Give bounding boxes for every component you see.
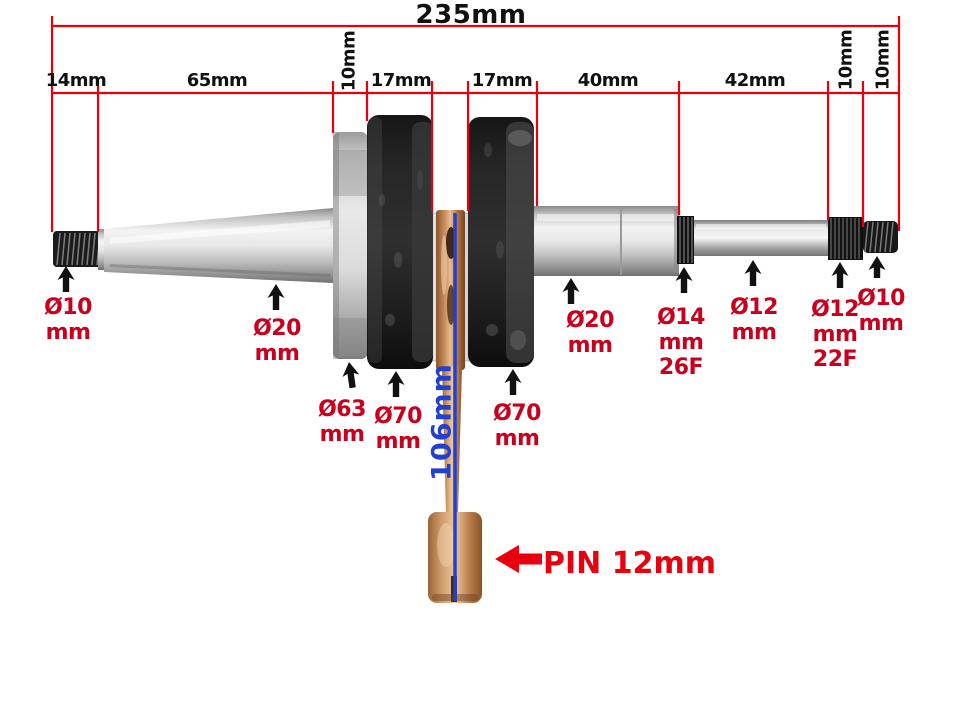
- segment-label-17mm-a: 17mm: [370, 70, 432, 91]
- up-arrow-icon: [57, 266, 75, 292]
- right-main-shaft: [534, 206, 679, 276]
- segment-label-10mm-c: 10mm: [872, 29, 894, 91]
- crank-pin: [430, 210, 471, 370]
- up-arrow-icon: [744, 260, 762, 286]
- spline-22f: [828, 217, 863, 260]
- pin-arrow-icon: [495, 545, 542, 573]
- crank-web-right: [468, 117, 534, 367]
- segment-label-17mm-b: 17mm: [471, 70, 533, 91]
- segment-label-40mm: 40mm: [577, 70, 639, 91]
- up-arrow-icon: [342, 362, 360, 389]
- connecting-rod: [428, 366, 482, 603]
- pin-size-label: PIN 12mm: [543, 546, 716, 581]
- crank-web-left: [367, 115, 433, 369]
- mid-shaft-12mm: [694, 220, 828, 256]
- overall-length-label: 235mm: [415, 0, 527, 30]
- spline-26f: [677, 216, 694, 264]
- balance-disc: [333, 132, 368, 359]
- segment-label-10mm-a: 10mm: [338, 30, 360, 92]
- dimension-lines: [50, 16, 901, 232]
- up-arrow-icon: [831, 262, 849, 288]
- rod-length-label: 106mm: [426, 363, 458, 481]
- crankshaft-photo: [53, 115, 898, 603]
- up-arrow-icon: [387, 371, 405, 397]
- right-thread: [863, 221, 898, 253]
- up-arrow-icon: [675, 267, 693, 293]
- up-arrow-icon: [868, 256, 886, 278]
- left-taper-shaft: [104, 208, 333, 283]
- up-arrow-icon: [267, 284, 285, 310]
- up-arrow-icon: [504, 369, 522, 395]
- segment-label-14mm: 14mm: [45, 70, 107, 91]
- segment-label-42mm: 42mm: [724, 70, 786, 91]
- segment-label-65mm: 65mm: [186, 70, 248, 91]
- up-arrow-icon: [562, 278, 580, 304]
- diameter-arrow-icons: [57, 256, 886, 397]
- segment-label-10mm-b: 10mm: [835, 29, 857, 91]
- left-thread: [53, 229, 106, 270]
